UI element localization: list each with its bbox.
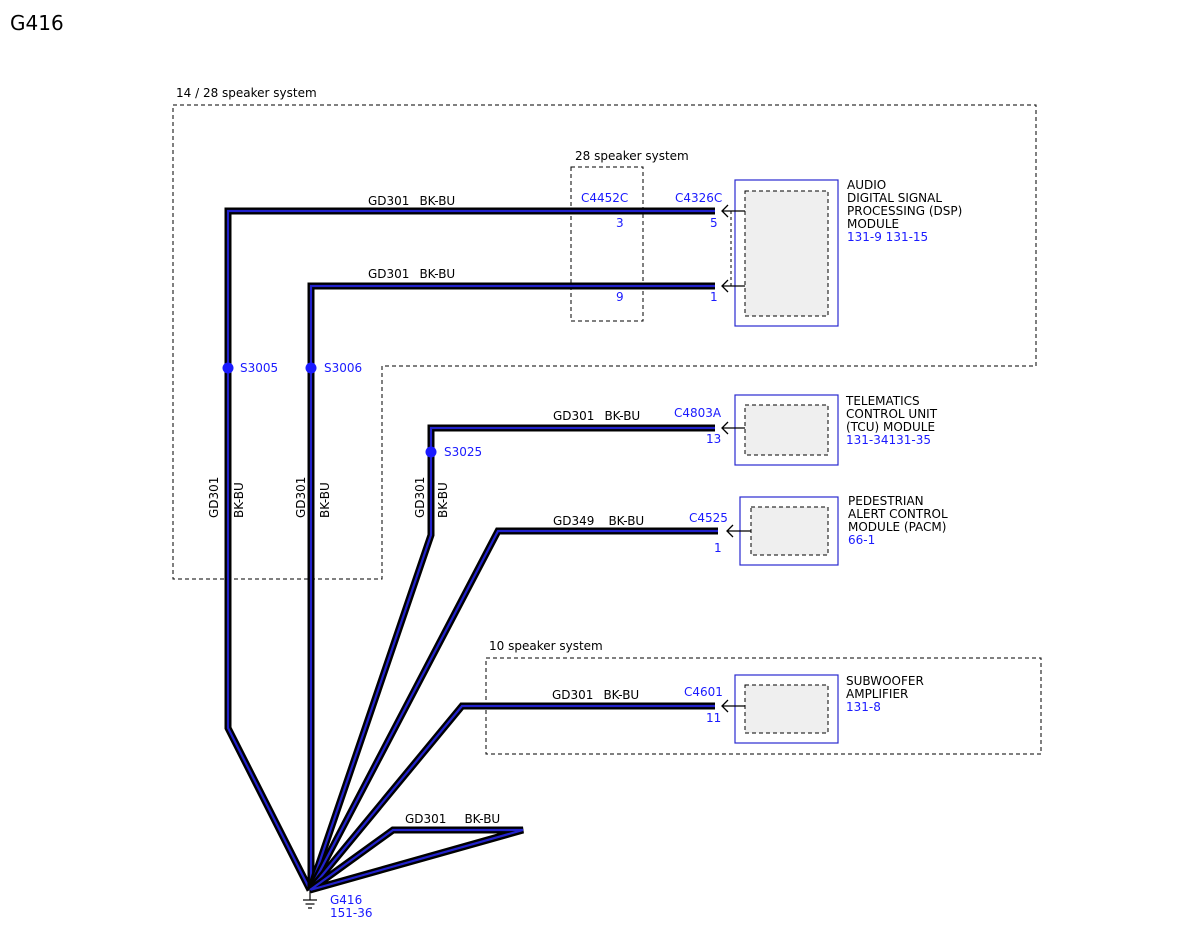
sub-connector-id: C4601: [684, 685, 723, 699]
svg-text:GD301: GD301: [413, 477, 427, 518]
svg-text:BK-BU: BK-BU: [318, 482, 332, 518]
ground-icon: [303, 890, 317, 909]
splice-label-s3005: S3005: [240, 361, 278, 375]
pacm-name-line-1: PEDESTRIAN: [848, 494, 924, 508]
splice-label-s3006: S3006: [324, 361, 362, 375]
ground-ref[interactable]: 151-36: [330, 906, 373, 920]
sub-name-line-1: SUBWOOFER: [846, 674, 924, 688]
vertical-label-1: GD301 BK-BU: [207, 477, 246, 518]
inline-pin-3: 3: [616, 216, 624, 230]
dsp-pin1-icon: [721, 279, 745, 293]
sub-pin-11: 11: [706, 711, 721, 725]
svg-text:BK-BU: BK-BU: [232, 482, 246, 518]
sub-refs[interactable]: 131-8: [846, 700, 881, 714]
dsp-pin5-icon: [721, 204, 745, 218]
dsp-pin-5: 5: [710, 216, 718, 230]
inline-connector-box: [570, 166, 644, 322]
page-title: G416: [10, 11, 64, 35]
vertical-label-3: GD301 BK-BU: [413, 477, 450, 518]
dsp-module[interactable]: [730, 179, 839, 327]
dsp-refs[interactable]: 131-9 131-15: [847, 230, 928, 244]
vertical-label-2: GD301 BK-BU: [294, 477, 332, 518]
dsp-pin-1: 1: [710, 290, 718, 304]
group-label-28: 28 speaker system: [575, 149, 689, 163]
group-label-14-28: 14 / 28 speaker system: [176, 86, 317, 100]
splice-s3006[interactable]: [305, 362, 317, 374]
pacm-name-line-2: ALERT CONTROL: [848, 507, 948, 521]
dsp-name-line-2: DIGITAL SIGNAL: [847, 191, 942, 205]
tcu-name-line-2: CONTROL UNIT: [846, 407, 938, 421]
inline-connector-id: C4452C: [581, 191, 628, 205]
tcu-name-line-1: TELEMATICS: [845, 394, 920, 408]
tcu-pin-13: 13: [706, 432, 721, 446]
tcu-connector-id: C4803A: [674, 406, 722, 420]
group-boundary-14-28: [172, 104, 1037, 580]
tcu-name-line-3: (TCU) MODULE: [846, 420, 935, 434]
tcu-pin-icon: [721, 421, 745, 435]
splice-s3005[interactable]: [222, 362, 234, 374]
splice-s3025[interactable]: [425, 446, 437, 458]
sub-name-line-2: AMPLIFIER: [846, 687, 908, 701]
pacm-module[interactable]: [739, 496, 839, 566]
pacm-refs[interactable]: 66-1: [848, 533, 875, 547]
sub-pin-icon: [721, 699, 745, 713]
inline-pin-9: 9: [616, 290, 624, 304]
wire-harness: [224, 207, 718, 894]
svg-text:GD301: GD301: [294, 477, 308, 518]
svg-text:GD301: GD301: [207, 477, 221, 518]
subwoofer-module[interactable]: [734, 674, 839, 744]
tcu-module[interactable]: [734, 394, 839, 466]
pacm-name-line-3: MODULE (PACM): [848, 520, 946, 534]
pacm-pin-icon: [726, 524, 751, 538]
pacm-connector-id: C4525: [689, 511, 728, 525]
tcu-refs[interactable]: 131-34131-35: [846, 433, 931, 447]
splice-label-s3025: S3025: [444, 445, 482, 459]
dsp-connector-id: C4326C: [675, 191, 722, 205]
dsp-name-line-1: AUDIO: [847, 178, 886, 192]
dsp-name-line-3: PROCESSING (DSP): [847, 204, 962, 218]
ground-id: G416: [330, 893, 362, 907]
dsp-name-line-4: MODULE: [847, 217, 899, 231]
svg-text:BK-BU: BK-BU: [436, 482, 450, 518]
pacm-pin-1: 1: [714, 541, 722, 555]
group-label-10: 10 speaker system: [489, 639, 603, 653]
